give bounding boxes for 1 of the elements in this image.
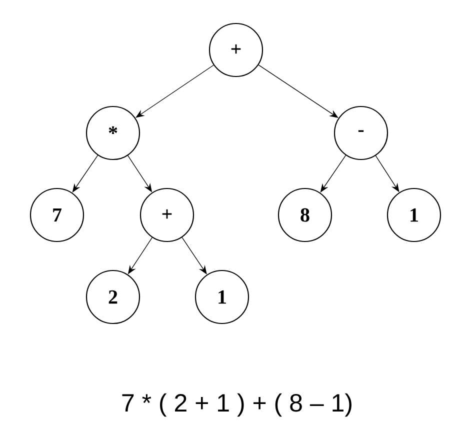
expression-caption: 7 * ( 2 + 1 ) + ( 8 – 1) — [122, 393, 352, 417]
